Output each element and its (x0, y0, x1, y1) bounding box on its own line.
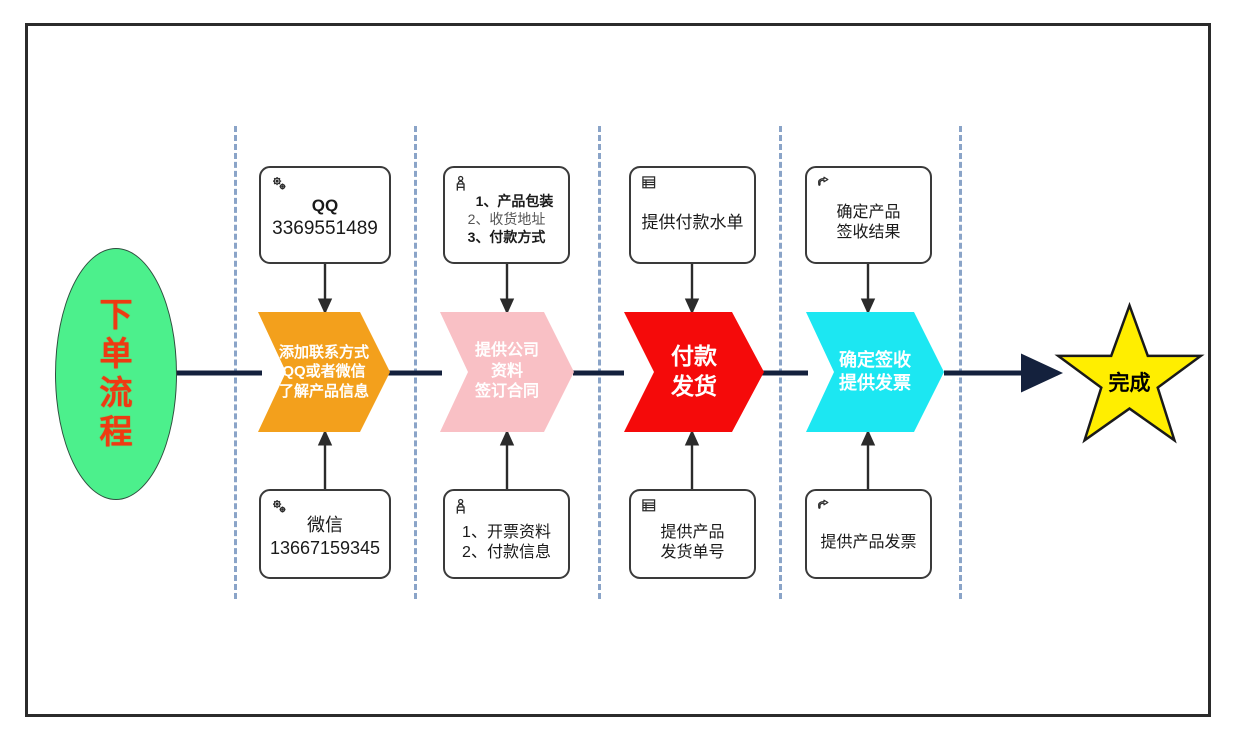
note-line: QQ (311, 195, 339, 215)
note-stage-1-bottom-text: 微信 13667159345 (261, 514, 389, 560)
chevron-stage-2[interactable]: 提供公司 资料 签订合同 (440, 312, 574, 432)
start-node-label: 下单流程 (99, 296, 133, 450)
swimlane-divider-4 (779, 126, 782, 599)
chevron-stage-4[interactable]: 确定签收 提供发票 (806, 312, 944, 432)
note-line: 提供产品发票 (820, 533, 917, 551)
swimlane-divider-3 (598, 126, 601, 599)
note-line: 微信 (307, 514, 343, 535)
note-stage-2-top-text: 1、产品包装 2、收货地址 3、付款方式 (445, 189, 568, 247)
person-package-icon (456, 498, 465, 514)
note-stage-4-bottom-text: 提供产品发票 (807, 521, 930, 553)
pointing-hand-icon (818, 176, 829, 186)
note-stage-2-bottom-text: 1、开票资料 2、付款信息 (445, 511, 568, 564)
chevron-stage-3[interactable]: 付款 发货 (624, 312, 764, 432)
note-stage-4-bottom[interactable]: 提供产品发票 (805, 489, 932, 579)
chevron-stage-1[interactable]: 添加联系方式 QQ或者微信 了解产品信息 (258, 312, 390, 432)
note-stage-1-bottom[interactable]: 微信 13667159345 (259, 489, 391, 579)
note-stage-3-bottom[interactable]: 提供产品 发货单号 (629, 489, 756, 579)
person-package-icon (456, 175, 465, 191)
document-list-icon (642, 176, 656, 189)
diagram-frame (25, 23, 1211, 717)
note-line: 确定产品 (836, 203, 901, 221)
pointing-hand-icon (818, 499, 829, 509)
note-stage-3-top[interactable]: 提供付款水单 (629, 166, 756, 264)
note-line: 发货单号 (660, 544, 725, 561)
note-line: 2、付款信息 (462, 544, 551, 561)
note-stage-1-top[interactable]: QQ 3369551489 (259, 166, 391, 264)
note-stage-4-top-text: 确定产品 签收结果 (807, 193, 930, 244)
note-line: 1、开票资料 (462, 523, 551, 541)
note-stage-2-top[interactable]: 1、产品包装 2、收货地址 3、付款方式 (443, 166, 570, 264)
start-node[interactable]: 下单流程 (55, 248, 177, 500)
note-line: 提供产品 (660, 523, 725, 541)
end-node[interactable]: 完成 (1052, 301, 1207, 450)
swimlane-divider-1 (234, 126, 237, 599)
note-stage-3-bottom-text: 提供产品 发货单号 (631, 511, 754, 564)
note-stage-1-top-text: QQ 3369551489 (261, 195, 389, 241)
note-stage-2-bottom[interactable]: 1、开票资料 2、付款信息 (443, 489, 570, 579)
note-line: 提供付款水单 (641, 213, 744, 233)
gears-icon (273, 177, 286, 190)
swimlane-divider-2 (414, 126, 417, 599)
note-line: 签收结果 (836, 224, 901, 241)
note-line: 3、付款方式 (467, 228, 546, 245)
gears-icon (273, 500, 286, 513)
note-line: 13667159345 (269, 538, 381, 558)
swimlane-divider-5 (959, 126, 962, 599)
document-list-icon (642, 499, 656, 512)
note-line: 1、产品包装 (475, 193, 554, 210)
note-stage-3-top-text: 提供付款水单 (631, 202, 754, 234)
note-line: 3369551489 (272, 217, 378, 239)
note-line: 2、收货地址 (467, 211, 546, 228)
note-stage-4-top[interactable]: 确定产品 签收结果 (805, 166, 932, 264)
